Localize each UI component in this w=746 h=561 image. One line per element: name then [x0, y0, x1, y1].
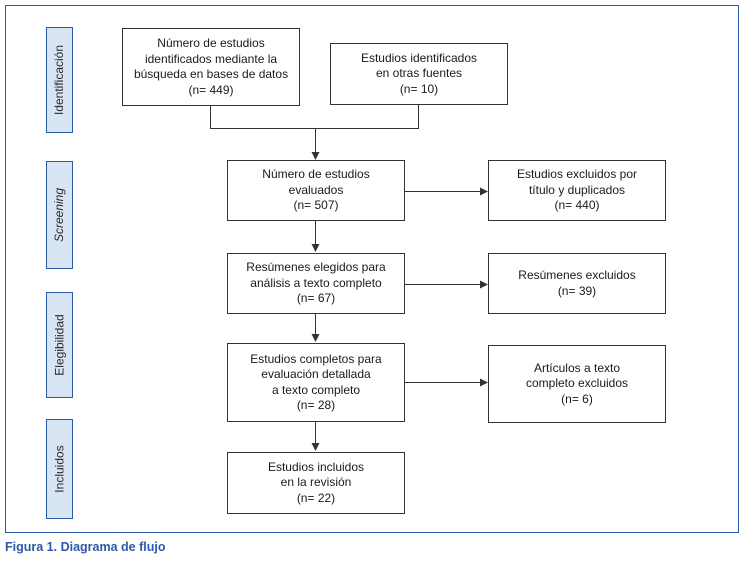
figure-frame [5, 5, 739, 533]
stage-screening: Screening [46, 161, 73, 269]
box-fulltext-excluded: Artículos a texto completo excluidos (n=… [488, 345, 666, 423]
stage-identificacion: Identificación [46, 27, 73, 133]
box-included-line2: en la revisión [280, 475, 352, 490]
box-fulltext-excluded-count: (n= 6) [561, 391, 593, 406]
box-db-search: Número de estudios identificados mediant… [122, 28, 300, 106]
box-abstracts-chosen-count: (n= 67) [296, 291, 336, 306]
box-other-sources-count: (n= 10) [399, 81, 439, 96]
box-other-sources-line2: en otras fuentes [375, 66, 463, 81]
box-abstracts-excluded-line1: Resúmenes excluidos [518, 268, 636, 282]
box-evaluated-count: (n= 507) [293, 198, 339, 213]
box-fulltext-count: (n= 28) [296, 398, 336, 412]
box-fulltext-line3: a texto completo [271, 382, 361, 397]
box-excluded-title-count: (n= 440) [554, 198, 600, 213]
stage-elegibilidad: Elegibilidad [46, 292, 73, 398]
box-db-search-line2: identificados mediante la [144, 51, 278, 66]
box-evaluated: Número de estudios evaluados (n= 507) [227, 160, 405, 221]
box-abstracts-excluded: Resúmenes excluidos (n= 39) [488, 253, 666, 314]
figure-caption: Figura 1. Diagrama de flujo [5, 540, 166, 554]
box-fulltext-excluded-line2: completo excluidos [525, 376, 629, 391]
box-db-search-line3: búsqueda en bases de datos [133, 67, 289, 81]
box-abstracts-chosen-line1: Resúmenes elegidos para [246, 260, 386, 275]
box-included: Estudios incluidos en la revisión (n= 22… [227, 452, 405, 514]
box-db-search-line1: Número de estudios [157, 36, 265, 50]
box-abstracts-chosen-line2: análisis a texto completo [250, 275, 382, 290]
box-abstracts-excluded-count: (n= 39) [557, 283, 597, 298]
box-included-line1: Estudios incluidos [267, 459, 365, 474]
stage-incluidos: Incluidos [46, 419, 73, 519]
box-abstracts-chosen: Resúmenes elegidos para análisis a texto… [227, 253, 405, 314]
box-excluded-title-line1: Estudios excluidos por [516, 167, 638, 182]
box-fulltext-line2: evaluación detallada [261, 367, 371, 381]
box-excluded-title: Estudios excluidos por título y duplicad… [488, 160, 666, 221]
box-other-sources: Estudios identificados en otras fuentes … [330, 43, 508, 105]
box-fulltext-excluded-line1: Artículos a texto [533, 360, 621, 375]
box-db-search-count: (n= 449) [188, 82, 234, 97]
box-evaluated-line2: evaluados [288, 182, 344, 197]
box-included-count: (n= 22) [296, 490, 336, 505]
box-fulltext-line1: Estudios completos para [250, 351, 382, 366]
box-excluded-title-line2: título y duplicados [528, 182, 626, 197]
box-fulltext: Estudios completos para evaluación detal… [227, 343, 405, 422]
box-other-sources-line1: Estudios identificados [360, 50, 478, 65]
box-evaluated-line1: Número de estudios [262, 167, 370, 182]
